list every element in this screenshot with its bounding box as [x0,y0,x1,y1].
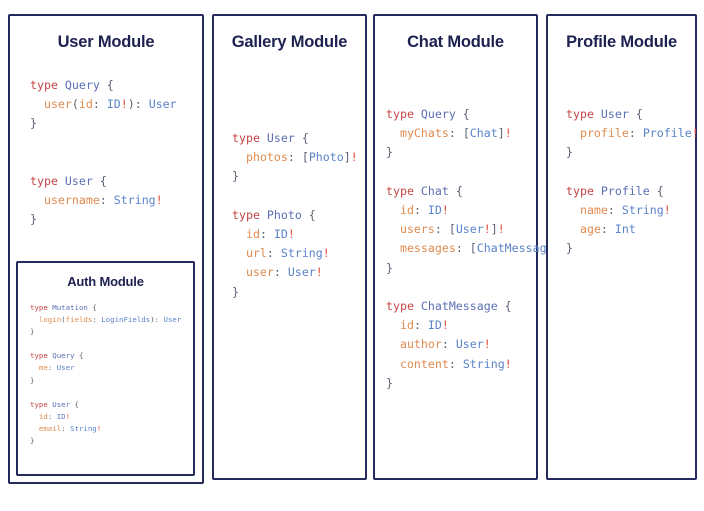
panel-title-gallery-module: Gallery Module [231,33,348,51]
panel-title-chat-module: Chat Module [407,33,504,51]
schema-code-gallery-module: type User { photos: [Photo]! } type Phot… [232,131,358,299]
schema-code-profile-module: type User { profile: Profile! } type Pro… [566,107,699,256]
panel-title-profile-module: Profile Module [566,33,677,51]
schema-code-chat-module: type Query { myChats: [Chat]! } type Cha… [386,107,568,390]
schema-code-user-module: type Query { user(id: ID!): User } type … [30,78,177,227]
panel-gallery-module[interactable]: Gallery Module type User { photos: [Phot… [212,14,367,480]
panel-user-module[interactable]: User Module type Query { user(id: ID!): … [8,14,204,484]
panel-profile-module[interactable]: Profile Module type User { profile: Prof… [546,14,699,480]
schema-code-auth-module: type Mutation { login(fields: LoginField… [30,303,182,446]
panel-title-user-module: User Module [57,33,155,51]
panel-title-auth-module: Auth Module [67,274,144,289]
panel-auth-module[interactable]: Auth Module type Mutation { login(fields… [16,261,195,476]
panel-chat-module[interactable]: Chat Module type Query { myChats: [Chat]… [373,14,568,480]
